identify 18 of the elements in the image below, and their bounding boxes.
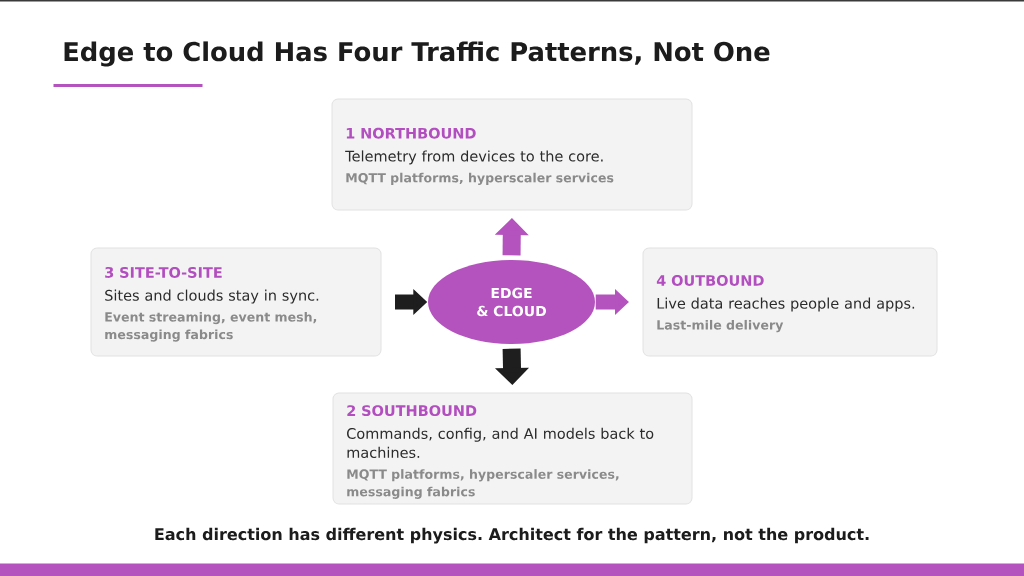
card-heading: 2 SOUTHBOUND	[347, 405, 477, 417]
pattern-card	[332, 392, 693, 505]
card-description: Commands, config, and AI models back to machines.	[347, 427, 654, 458]
card-examples: Last-mile delivery	[657, 319, 784, 333]
pattern-card	[642, 247, 938, 357]
pattern-card	[331, 98, 693, 211]
card-heading: 3 SITE-TO-SITE	[105, 266, 222, 278]
card-description: Sites and clouds stay in sync.	[105, 289, 319, 304]
card-heading: 4 OUTBOUND	[656, 274, 764, 286]
card-description: Telemetry from devices to the core.	[345, 150, 603, 165]
title: Edge to Cloud Has Four Traffic Patterns, Not One	[64, 41, 770, 67]
card-examples: MQTT platforms, hyperscaler services, messaging fabrics	[347, 469, 619, 499]
card-examples: Event streaming, event mesh, messaging fabrics	[105, 311, 317, 342]
caption: Each direction has different physics. Architect for the pattern, not the product.	[155, 527, 869, 544]
pattern-card	[90, 247, 382, 357]
card-description: Live data reaches people and apps.	[657, 297, 915, 312]
card-heading: 1 NORTHBOUND	[346, 127, 476, 139]
card-examples: MQTT platforms, hyperscaler services	[346, 172, 614, 185]
